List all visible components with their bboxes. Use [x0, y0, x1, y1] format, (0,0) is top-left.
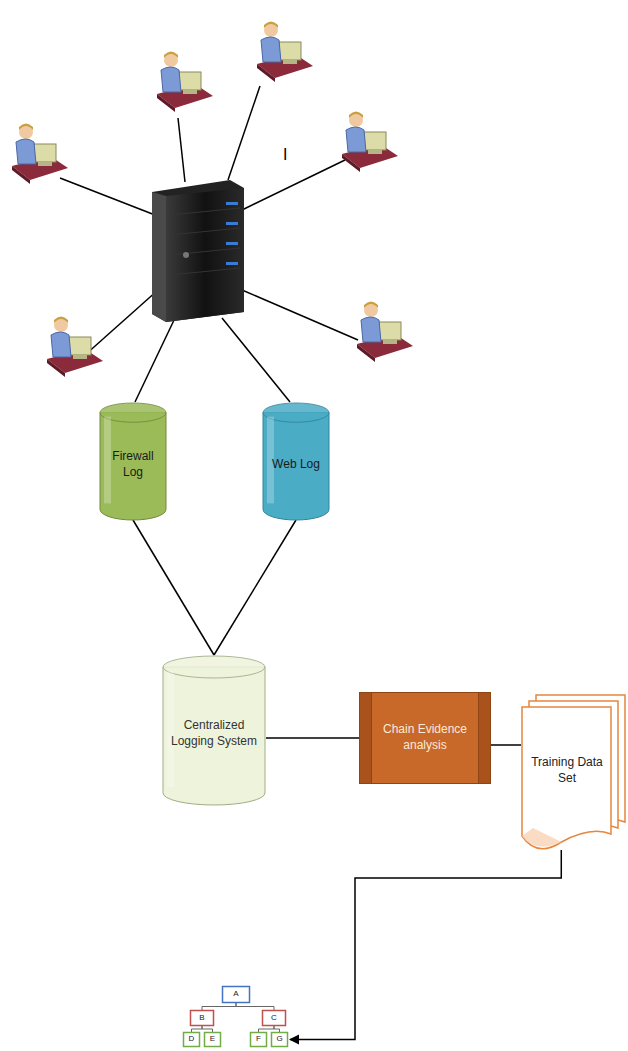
node-text: Firewall Log	[105, 449, 161, 480]
text-area: C	[262, 1010, 286, 1026]
log-cylinder: Firewall Log	[99, 402, 167, 520]
text-area: E	[204, 1032, 221, 1047]
text-area: Training Data Set	[521, 706, 627, 856]
tree-node: B	[190, 1010, 214, 1026]
connector-line	[133, 520, 214, 655]
tree-node: F	[250, 1032, 267, 1047]
connector-line	[290, 850, 561, 1040]
connector-line	[214, 520, 296, 655]
tree-node: G	[271, 1032, 288, 1047]
node-text: F	[256, 1034, 261, 1044]
connector-line	[274, 1026, 280, 1032]
user-workstation	[257, 22, 313, 83]
text-area: Centralized Logging System	[162, 655, 266, 805]
text-area: G	[271, 1032, 288, 1047]
storage-cylinder: Centralized Logging System	[162, 655, 266, 805]
stray-mark: I	[283, 146, 287, 164]
process-box: Chain Evidence analysis	[359, 692, 491, 784]
text-area: Chain Evidence analysis	[359, 692, 491, 784]
node-text: D	[189, 1034, 195, 1044]
node-text: G	[276, 1034, 282, 1044]
node-text: Chain Evidence analysis	[375, 722, 475, 753]
log-cylinder: Web Log	[262, 402, 330, 520]
user-workstation	[357, 302, 413, 363]
connector-line	[202, 1026, 213, 1032]
tree-node: C	[262, 1010, 286, 1026]
text-area: Firewall Log	[99, 402, 167, 520]
network-link	[60, 86, 358, 402]
connector-line	[236, 1003, 274, 1010]
tree-node: D	[183, 1032, 200, 1047]
connector-line	[202, 1003, 236, 1010]
user-workstation	[157, 52, 213, 113]
node-text: Training Data Set	[527, 755, 607, 786]
node-text: Web Log	[272, 457, 320, 473]
node-text: A	[233, 989, 238, 999]
tree-node: A	[222, 986, 250, 1003]
connector-line	[491, 744, 521, 746]
connector-line	[259, 1026, 275, 1032]
connector-line	[192, 1026, 203, 1032]
server-tower	[152, 180, 244, 322]
text-area: D	[183, 1032, 200, 1047]
node-text: C	[271, 1013, 277, 1023]
text-area: A	[222, 986, 250, 1003]
user-workstation	[342, 112, 398, 173]
text-area: B	[190, 1010, 214, 1026]
text-area: Web Log	[262, 402, 330, 520]
node-text: Centralized Logging System	[168, 718, 260, 749]
user-workstation	[47, 317, 103, 378]
document-stack: Training Data Set	[521, 706, 627, 856]
text-area: F	[250, 1032, 267, 1047]
user-workstation	[12, 124, 68, 185]
node-text: E	[210, 1034, 215, 1044]
connector-line	[266, 737, 359, 739]
node-text: B	[199, 1013, 204, 1023]
tree-node: E	[204, 1032, 221, 1047]
